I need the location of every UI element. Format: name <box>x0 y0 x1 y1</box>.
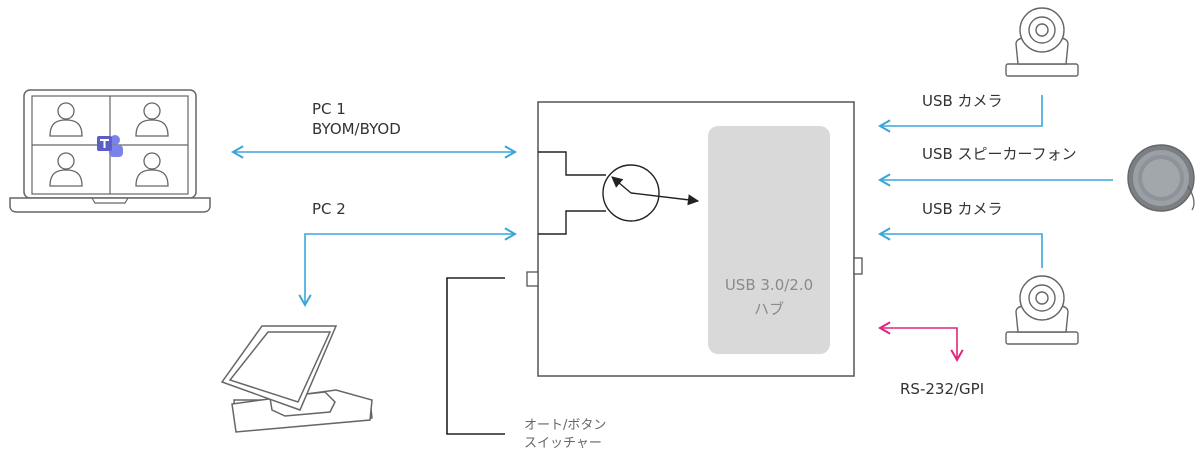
teams-logo-icon <box>97 135 123 157</box>
usb-camera-1-arrow <box>877 95 1043 133</box>
usb-speakerphone-label: USB スピーカーフォン <box>922 145 1077 163</box>
usb-camera-2-arrow <box>877 227 1043 268</box>
pc1-subtitle: BYOM/BYOD <box>312 120 401 138</box>
usb-switch-box: USB 3.0/2.0 ハブ <box>526 101 863 377</box>
hub-block: USB 3.0/2.0 ハブ <box>708 126 830 354</box>
usb-camera-1-label: USB カメラ <box>922 92 1003 110</box>
switcher-bracket <box>446 277 505 435</box>
pc2-label: PC 2 <box>312 200 346 218</box>
rs232-arrow <box>877 321 964 363</box>
rs232-label: RS-232/GPI <box>900 380 984 398</box>
hub-sublabel: ハブ <box>754 300 784 318</box>
hub-label: USB 3.0/2.0 <box>725 276 813 294</box>
switcher-sublabel: スイッチャー <box>524 436 602 451</box>
pc2-connection-arrow <box>298 227 518 308</box>
pc1-label: PC 1 <box>312 100 346 118</box>
switcher-label: オート/ボタン <box>524 418 606 433</box>
webcam-icon <box>1005 7 1079 77</box>
usb-camera-2-label: USB カメラ <box>922 200 1003 218</box>
webcam-icon <box>1005 275 1079 345</box>
switch-symbol <box>538 151 700 235</box>
touch-panel-icon <box>220 325 373 433</box>
speakerphone-icon <box>1127 144 1195 212</box>
laptop-teams-meeting-icon <box>9 89 211 213</box>
